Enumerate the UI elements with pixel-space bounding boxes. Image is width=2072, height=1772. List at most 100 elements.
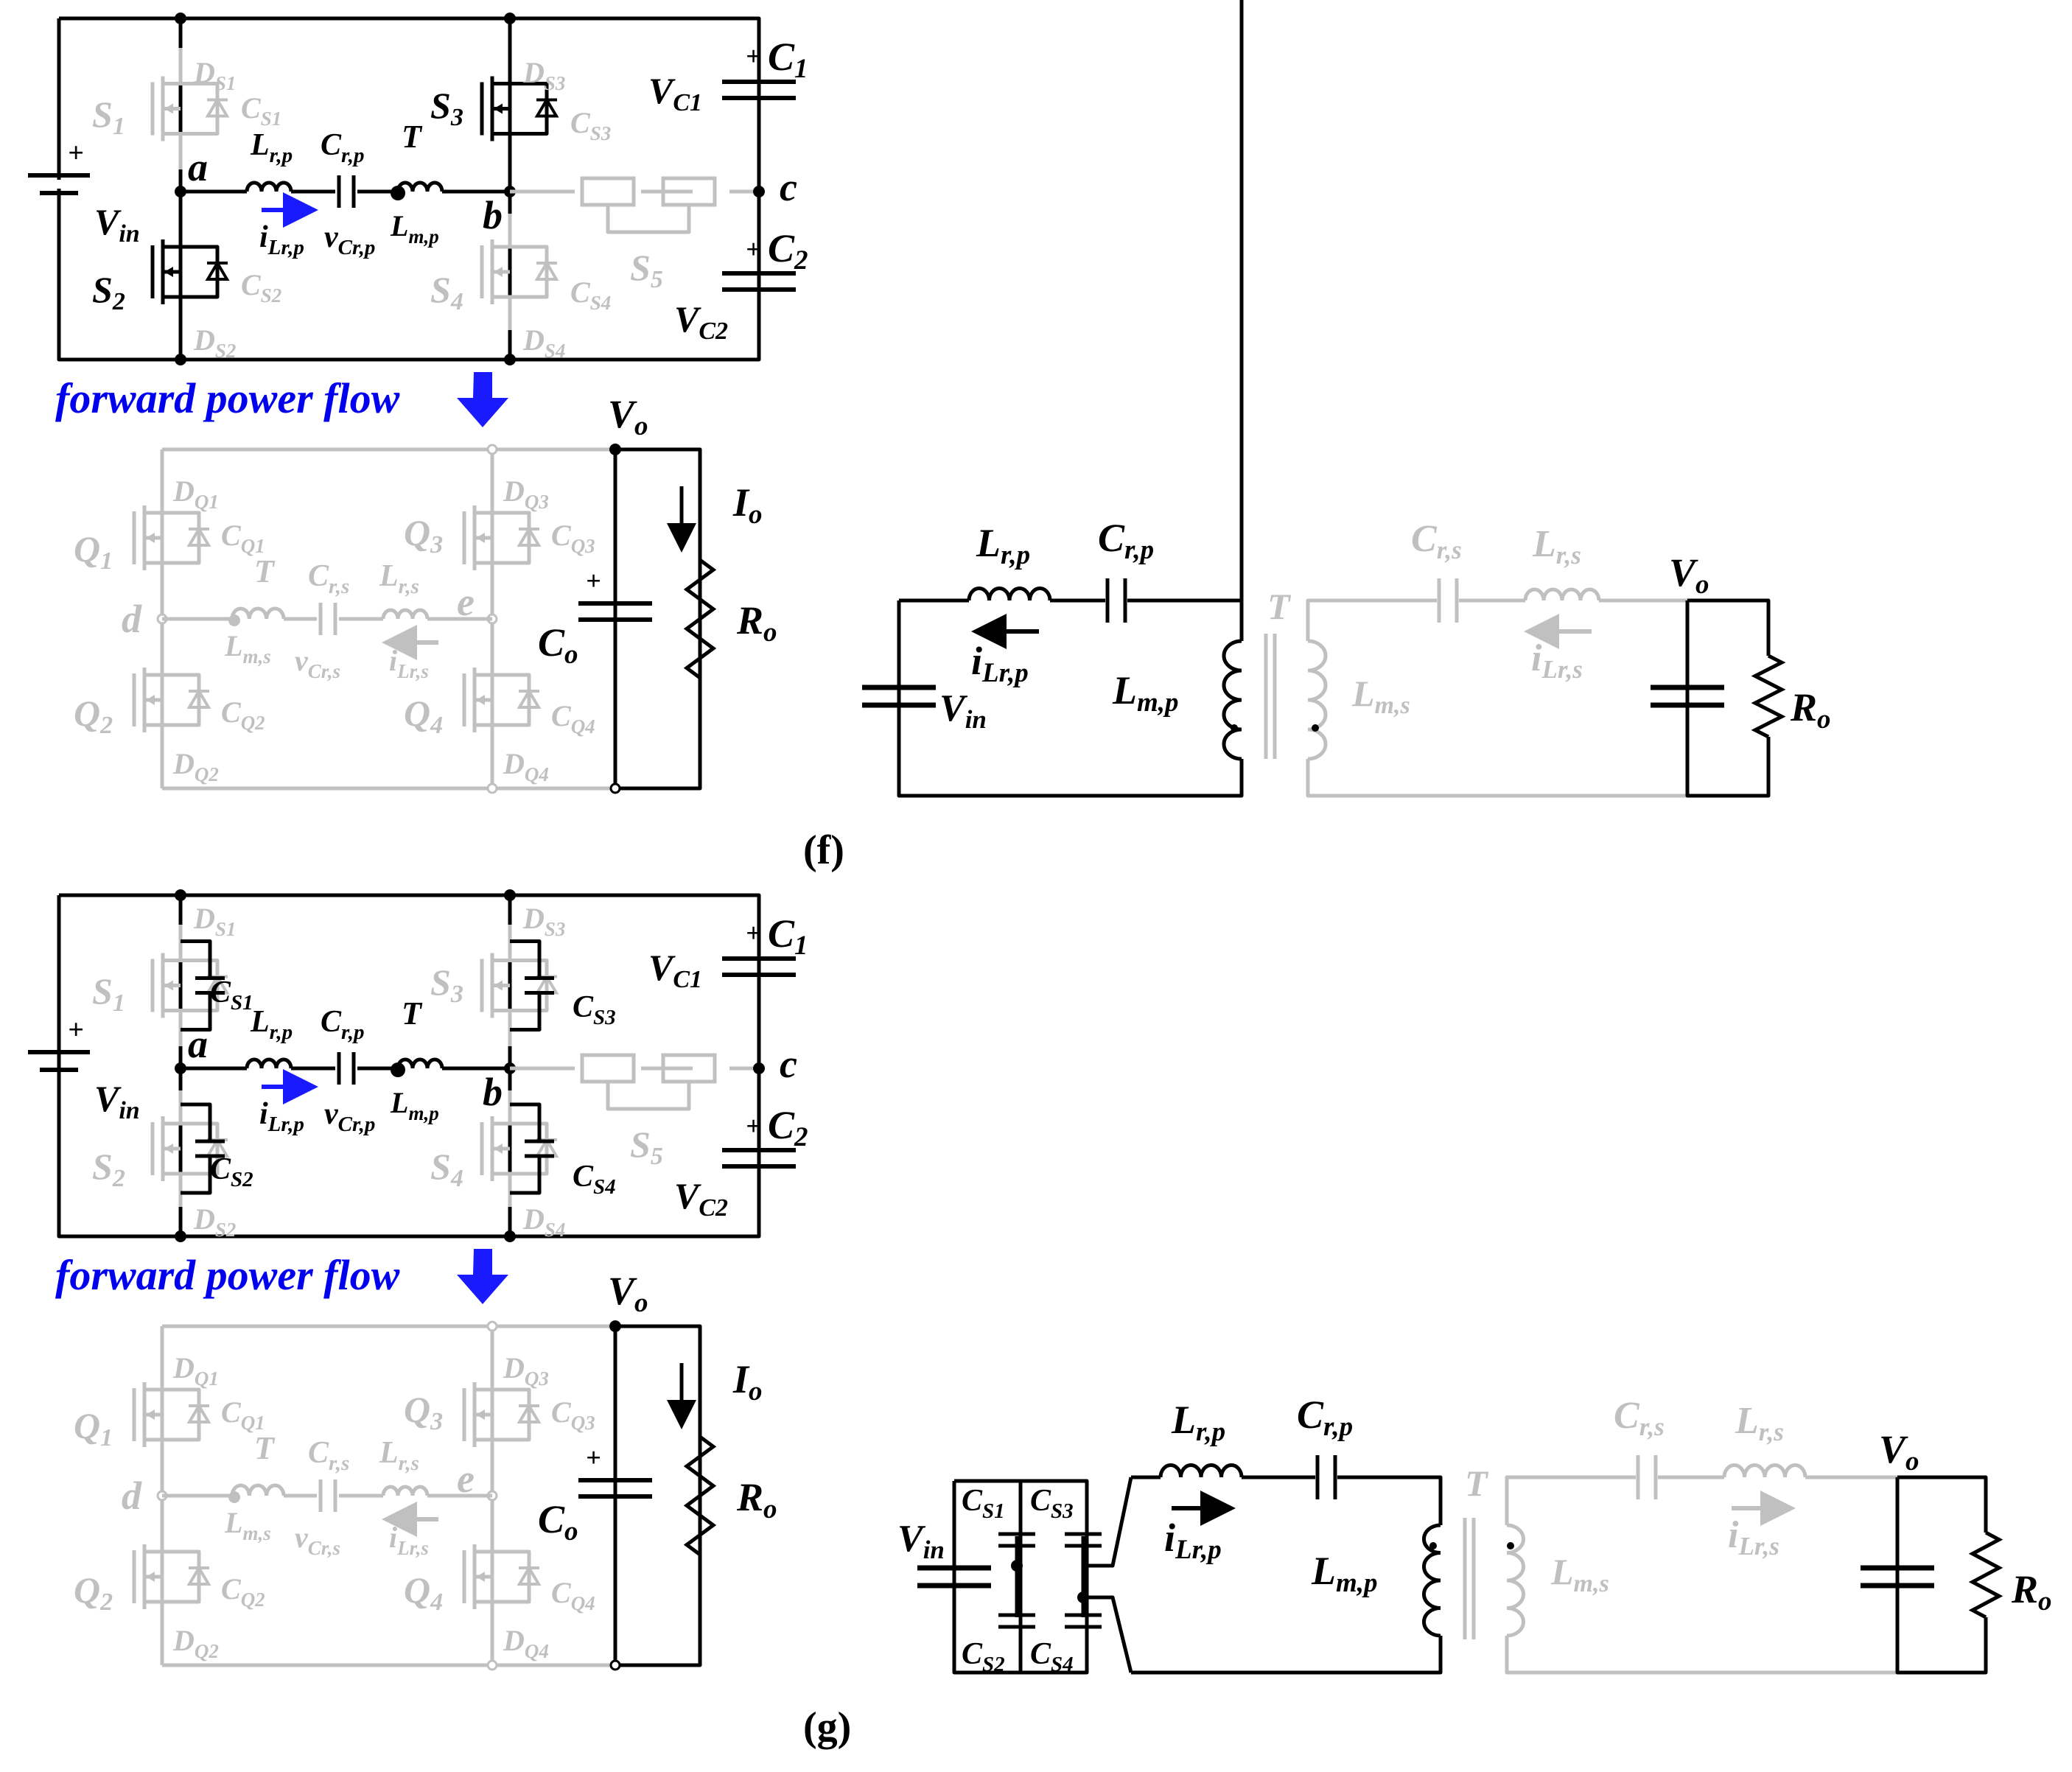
Q2-label-sub: 2 [99,712,113,739]
switch-S3-diode [534,97,559,118]
eqg-CS2-label: CS2 [962,1637,1005,1676]
eqg-Vo-label: Vo [1879,1427,1919,1477]
Lmp-label-sub: m,p [408,225,438,248]
CS1-label: CS1 [241,91,281,130]
node-a: a [188,145,208,189]
switch-Q2-arrow [146,695,155,705]
eqg-CS3-label-main: C [1030,1484,1051,1518]
CS2-label-sub: S2 [261,284,282,307]
Co-label: Co [538,620,578,670]
Q4-label: Q4 [404,1569,443,1616]
CQ2-label: CQ2 [221,696,265,734]
g-node-c: c [780,1042,797,1086]
g-T-label: T [402,995,423,1032]
switch-S3-drain [492,48,512,85]
g-CS2-label-main: C [210,1152,231,1186]
DQ1-label: DQ1 [172,1351,219,1390]
Lrs-label-main: L [379,1436,399,1470]
junction-dot [486,444,498,455]
g-S5-device-1 [580,1053,636,1084]
DQ2-label: DQ2 [172,1624,219,1662]
C1-label: C1 [768,35,808,84]
eqg-Vo-label-main: V [1879,1427,1908,1471]
switch-Q3-arrow [476,1409,485,1420]
C1-plus: + [746,41,761,71]
switch-Q3-drain [475,1356,494,1392]
Lms-label-main: L [224,629,242,662]
switch-Q4-arrow [476,1572,485,1582]
eq-Lrs-label-main: L [1532,523,1556,565]
eqg-Lrp-label-main: L [1171,1398,1196,1442]
junction-dot [609,1659,621,1671]
g-DS2-label-main: D [193,1202,215,1236]
node-c-main: c [780,165,797,209]
CQ3-label-sub: Q3 [571,535,595,557]
eq-Lms-label-sub: m,s [1375,692,1410,719]
S3-label: S3 [430,85,463,131]
S4-label: S4 [430,269,463,315]
DQ4-label-main: D [503,747,525,780]
eq-Lrp-label-main: L [976,521,1001,565]
eq-Crs-label-sub: r,s [1437,536,1462,564]
eq-Lrs [1523,587,1601,601]
CQ3-label-main: C [551,519,572,552]
g-snub-S4 [510,1158,542,1195]
Vo-label: Vo [608,1269,648,1318]
g-vin-label-main: V [94,1078,122,1119]
g-switch-S1-diode-branch [181,959,220,1012]
switch-Q3-source [475,1437,494,1474]
eq-Lrp-label: Lr,p [976,521,1030,570]
switch-S4-source [492,295,512,330]
eqg-i-label-main: i [1164,1516,1175,1560]
g-CS1-label-main: C [210,976,231,1009]
g-vin-label: Vin [94,1078,140,1124]
vcrs-label-sub: Cr,s [308,1537,340,1559]
S2-label-main: S [92,269,113,310]
vin-label-main: V [94,201,122,242]
vcrs-label: vCr,s [295,644,340,682]
Q2-label: Q2 [74,693,113,739]
g-switch-S4-source [492,1172,512,1207]
switch-Q2-diode [186,1565,211,1586]
Lms-label: Lm,s [224,1506,271,1544]
CQ1-label-main: C [221,1395,242,1429]
resistor-Ro [683,558,717,680]
node-d: d [122,1474,142,1518]
Lrs-label-sub: r,s [399,575,419,598]
Q3-label-main: Q [404,1389,430,1430]
g-S1-label-main: S [92,970,113,1012]
g-VC1-label-sub: C1 [673,966,702,993]
eqg-wire [1337,1475,1443,1525]
switch-Q2-diode [186,688,211,709]
switch-Q1-arrow [146,1409,155,1420]
DQ3-label: DQ3 [503,1351,549,1390]
CQ1-label: CQ1 [221,1395,265,1434]
ilrs-label: iLr,s [389,1521,429,1559]
Q1-label: Q1 [74,528,113,575]
g-S5-label-sub: 5 [651,1143,663,1170]
switch-Q1-diode [186,526,211,547]
eqg-Lmp-label-main: L [1311,1549,1336,1593]
switch-Q4-drain [475,1518,494,1554]
switch-Q3-diode-branch [492,1387,531,1442]
junction-dot [228,614,240,626]
eqg-Lrs-label-main: L [1735,1400,1759,1442]
Lms-label-sub: m,s [242,645,270,668]
Q4-label-sub: 4 [430,1589,443,1616]
switch-Q4-source [475,723,494,759]
S5-device-1 [580,176,636,207]
DQ4-label: DQ4 [503,1624,549,1662]
g-C2-label: C2 [768,1103,808,1152]
caption-f: (f) [803,827,844,873]
g-S2-label-main: S [92,1146,113,1187]
switch-Q2-source [144,1600,164,1636]
g-CS2-label-sub: S2 [231,1168,253,1191]
DQ1-label: DQ1 [172,474,219,513]
eqg-Lrp-label: Lr,p [1171,1398,1225,1447]
inductor-Lrs [381,608,430,620]
DQ4-label-sub: Q4 [525,1640,549,1662]
eqg-CS2-label-main: C [962,1637,983,1671]
junction-dot [1429,1542,1437,1549]
S5-gate [606,205,691,234]
T-label: T [402,119,423,155]
